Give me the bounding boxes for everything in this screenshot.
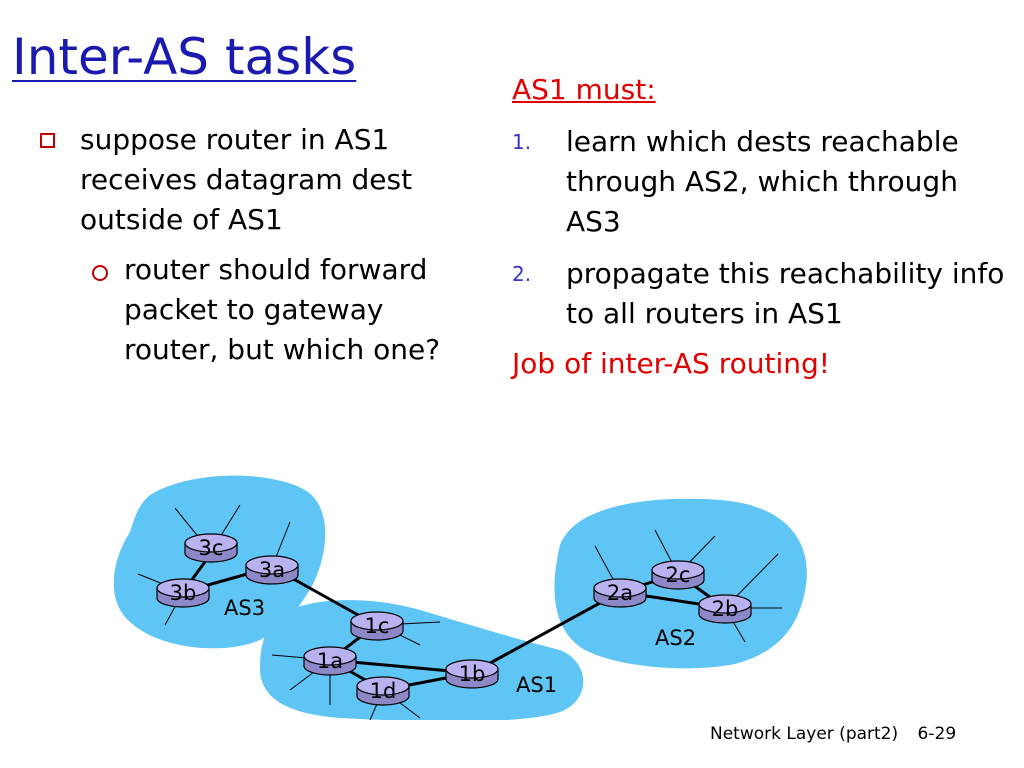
router-1b: 1b <box>445 659 499 689</box>
router-label: 2a <box>607 581 633 605</box>
router-label: 1d <box>370 679 397 703</box>
numbered-step: 2. propagate this reachability info to a… <box>512 254 1012 334</box>
sub-bullet-text: router should forward packet to gateway … <box>124 253 441 366</box>
router-1a: 1a <box>303 646 357 676</box>
router-label: 2c <box>666 563 691 587</box>
bullet-item: suppose router in AS1 receives datagram … <box>40 120 460 240</box>
conclusion-text: Job of inter-AS routing! <box>512 347 830 380</box>
right-column: AS1 must: 1. learn which dests reachable… <box>512 70 1012 384</box>
router-2a: 2a <box>593 578 647 608</box>
footer-page-number: 6-29 <box>917 724 957 744</box>
left-column: suppose router in AS1 receives datagram … <box>40 120 460 370</box>
step-text: propagate this reachability info to all … <box>566 257 1005 330</box>
numbered-step: 1. learn which dests reachable through A… <box>512 122 1012 242</box>
as1-label: AS1 <box>516 673 557 697</box>
slide-title: Inter-AS tasks <box>12 28 357 86</box>
router-label: 3b <box>170 581 197 605</box>
square-bullet-icon <box>40 133 55 148</box>
router-2b: 2b <box>698 594 752 624</box>
router-label: 1a <box>317 649 343 673</box>
step-number: 2. <box>512 262 532 286</box>
router-label: 3a <box>259 558 285 582</box>
router-1c: 1c <box>350 611 404 641</box>
router-label: 1c <box>365 614 390 638</box>
as1-must-heading: AS1 must: <box>512 73 656 106</box>
footer-course: Network Layer (part2) <box>710 724 899 744</box>
step-text: learn which dests reachable through AS2,… <box>566 125 959 238</box>
as3-label: AS3 <box>224 596 265 620</box>
circle-bullet-icon <box>92 265 108 281</box>
slide-footer: Network Layer (part2) 6-29 <box>710 724 970 744</box>
as2-label: AS2 <box>655 626 696 650</box>
router-label: 1b <box>459 662 486 686</box>
router-3b: 3b <box>156 578 210 608</box>
as1-cloud <box>260 600 584 720</box>
sub-bullet-item: router should forward packet to gateway … <box>40 250 460 370</box>
network-diagram: 3c 3a 3b 1c 1a 1d 1b 2a 2c 2b AS3 AS1 AS… <box>113 475 807 720</box>
router-2c: 2c <box>651 560 705 590</box>
router-label: 2b <box>712 597 739 621</box>
router-3a: 3a <box>245 555 299 585</box>
router-label: 3c <box>199 536 224 560</box>
router-3c: 3c <box>184 533 238 563</box>
step-number: 1. <box>512 130 532 154</box>
bullet-text: suppose router in AS1 receives datagram … <box>80 123 413 236</box>
router-1d: 1d <box>356 676 410 706</box>
